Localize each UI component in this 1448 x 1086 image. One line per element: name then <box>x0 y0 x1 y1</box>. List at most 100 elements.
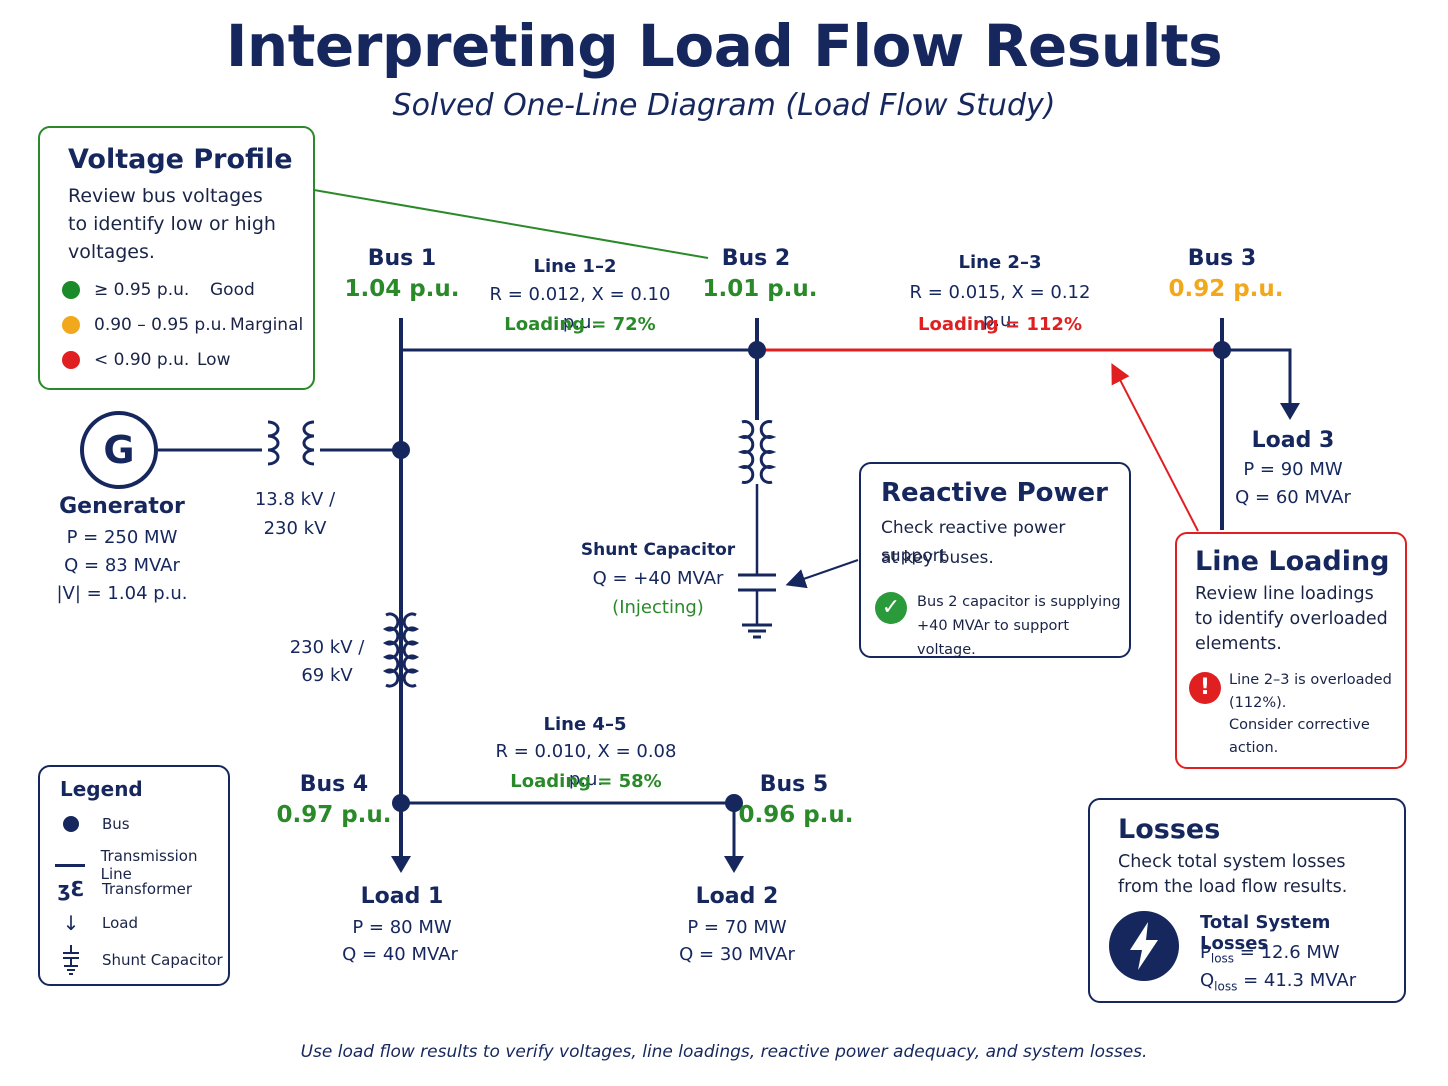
line-loading-arrow <box>1111 363 1199 532</box>
losses-panel: Losses Check total system losses from th… <box>1088 798 1406 1003</box>
load3-arrow <box>1280 403 1300 420</box>
check-icon: ✓ <box>875 592 907 624</box>
line23-loading: Loading = 112% <box>918 314 1082 335</box>
bus3-node <box>1213 341 1231 359</box>
legend-panel: Legend Bus Transmission Line ʒƐ Transfor… <box>38 765 230 986</box>
load3-name: Load 3 <box>1251 428 1335 453</box>
bus4-name: Bus 4 <box>299 772 369 797</box>
line23-name: Line 2–3 <box>958 252 1042 273</box>
losses-text-1: Check total system losses <box>1118 852 1346 872</box>
bus4-voltage: 0.97 p.u. <box>276 802 392 828</box>
page-title: Interpreting Load Flow Results <box>225 12 1223 80</box>
generator-icon <box>80 411 158 489</box>
load-legend-icon: ↓ <box>62 911 80 935</box>
t2-label-2: 69 kV <box>301 665 353 686</box>
bus2-node <box>748 341 766 359</box>
line12-params: R = 0.012, X = 0.10 p.u. <box>489 284 671 333</box>
voltage-profile-title: Voltage Profile <box>68 144 293 175</box>
vp-range-good: ≥ 0.95 p.u. <box>94 280 190 300</box>
voltage-profile-text-1: Review bus voltages <box>68 185 263 207</box>
warning-icon: ! <box>1189 672 1221 704</box>
low-dot-icon <box>62 351 80 369</box>
generator-p: P = 250 MW <box>66 527 178 548</box>
line-loading-title: Line Loading <box>1195 546 1390 577</box>
legend-title: Legend <box>60 777 143 801</box>
bus1-node <box>392 441 410 459</box>
good-dot-icon <box>62 281 80 299</box>
bus5-voltage: 0.96 p.u. <box>738 802 854 828</box>
line12-loading: Loading = 72% <box>504 314 656 335</box>
legend-item-capacitor: Shunt Capacitor <box>54 945 223 975</box>
t1-label-1: 13.8 kV / <box>254 489 336 510</box>
marginal-dot-icon <box>62 316 80 334</box>
legend-item-transformer: ʒƐ Transformer <box>54 877 192 901</box>
legend-item-bus: Bus <box>54 815 130 833</box>
reactive-power-note-1: Bus 2 capacitor is supplying <box>917 594 1121 610</box>
transformer-t2-icon <box>382 612 420 688</box>
load3-p: P = 90 MW <box>1243 459 1343 480</box>
legend-item-load: ↓ Load <box>54 911 138 935</box>
generator-symbol: G <box>103 428 135 472</box>
vp-row-good: ≥ 0.95 p.u. Good <box>62 280 255 300</box>
vp-label-low: Low <box>197 350 231 370</box>
transformer-legend-icon: ʒƐ <box>57 877 85 901</box>
bus2-name: Bus 2 <box>721 246 791 271</box>
load2-p: P = 70 MW <box>687 917 787 938</box>
bus2-voltage: 1.01 p.u. <box>702 276 818 302</box>
line45-params: R = 0.010, X = 0.08 p.u. <box>495 741 677 790</box>
line-loading-panel: Line Loading Review line loadings to ide… <box>1175 532 1407 769</box>
reactive-power-panel: Reactive Power Check reactive power supp… <box>859 462 1131 658</box>
bus1-name: Bus 1 <box>367 246 437 271</box>
reactive-power-text-1: Check reactive power support <box>881 518 1066 566</box>
line12-name: Line 1–2 <box>533 256 617 277</box>
generator-v: |V| = 1.04 p.u. <box>56 583 188 604</box>
losses-heading: Total System Losses <box>1200 912 1331 954</box>
voltage-profile-panel: Voltage Profile Review bus voltages to i… <box>38 126 315 390</box>
transformer-bus2-icon <box>737 420 777 484</box>
vp-range-low: < 0.90 p.u. <box>94 350 190 370</box>
line23-params: R = 0.015, X = 0.12 p.u. <box>909 282 1091 331</box>
reactive-power-note: Bus 2 capacitor is supplying +40 MVAr to… <box>917 590 1129 662</box>
losses-q: Qloss = 41.3 MVAr <box>1200 970 1357 994</box>
line-loading-text-3: elements. <box>1195 634 1282 654</box>
bus4-node <box>392 794 410 812</box>
reactive-power-note-2: +40 MVAr to support voltage. <box>917 618 1070 658</box>
load1-q: Q = 40 MVAr <box>342 944 458 965</box>
losses-title: Losses <box>1118 814 1221 845</box>
load2-arrow <box>724 856 744 873</box>
generator-q: Q = 83 MVAr <box>64 555 180 576</box>
legend-item-line: Transmission Line <box>54 847 228 883</box>
losses-text-2: from the load flow results. <box>1118 877 1348 897</box>
vp-label-marginal: Marginal <box>230 315 304 335</box>
bus-legend-icon <box>63 816 79 832</box>
warning-line-1: Line 2–3 is overloaded <box>1229 672 1392 688</box>
voltage-profile-text-2: to identify low or high <box>68 213 276 235</box>
line-legend-icon <box>55 863 86 867</box>
vp-range-marginal: 0.90 – 0.95 p.u. <box>94 315 227 335</box>
line-loading-text-1: Review line loadings <box>1195 584 1374 604</box>
shunt-state: (Injecting) <box>612 597 704 618</box>
losses-p: Ploss = 12.6 MW <box>1200 942 1340 966</box>
bus3-name: Bus 3 <box>1187 246 1257 271</box>
load1-name: Load 1 <box>360 884 444 909</box>
vp-label-good: Good <box>210 280 255 300</box>
load2-name: Load 2 <box>695 884 779 909</box>
vp-row-marginal: 0.90 – 0.95 p.u. Marginal <box>62 315 303 335</box>
line-loading-warning: Line 2–3 is overloaded (112%). Consider … <box>1229 669 1392 759</box>
bus3-voltage: 0.92 p.u. <box>1168 276 1284 302</box>
bus1-voltage: 1.04 p.u. <box>344 276 460 302</box>
line45-name: Line 4–5 <box>543 714 627 735</box>
shunt-name: Shunt Capacitor <box>580 540 736 560</box>
bus5-node <box>725 794 743 812</box>
t2-label-1: 230 kV / <box>289 637 365 658</box>
lightning-icon <box>1109 911 1179 981</box>
footer-note: Use load flow results to verify voltages… <box>300 1042 1148 1062</box>
warning-line-3: Consider corrective <box>1229 717 1370 733</box>
line-loading-text-2: to identify overloaded <box>1195 609 1388 629</box>
reactive-power-text-2: at key buses. <box>881 548 994 568</box>
voltage-profile-leader <box>313 189 709 259</box>
voltage-profile-text-3: voltages. <box>68 241 155 263</box>
capacitor-legend-icon <box>63 945 79 975</box>
page-subtitle: Solved One-Line Diagram (Load Flow Study… <box>392 88 1056 123</box>
